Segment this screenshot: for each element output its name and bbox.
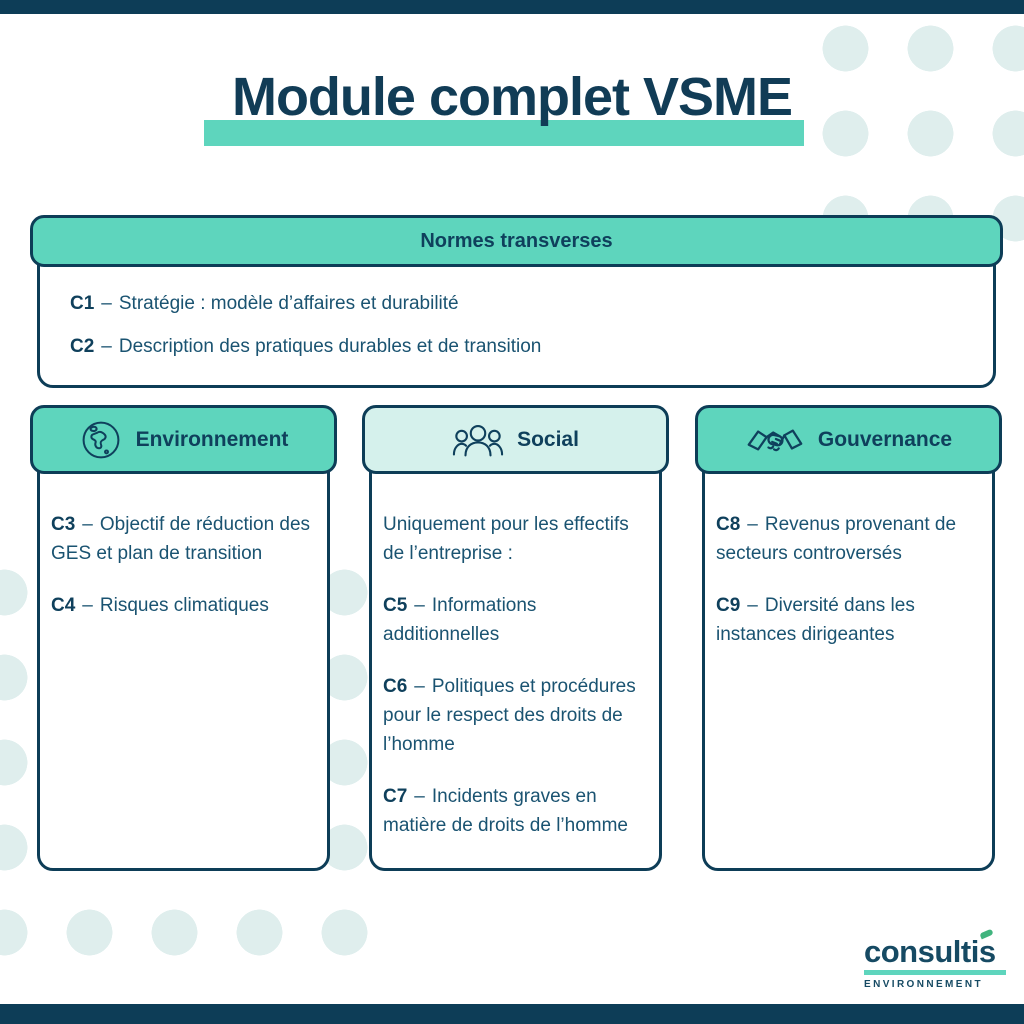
social-header: Social <box>362 405 669 474</box>
item-separator: – <box>101 293 112 314</box>
list-item-c2: C2–Description des pratiques durables et… <box>70 333 963 361</box>
item-code: C4 <box>51 595 76 616</box>
item-separator: – <box>414 786 425 807</box>
list-item-c5: C5–Informations additionnelles <box>383 591 651 649</box>
logo-tagline: ENVIRONNEMENT <box>864 979 983 990</box>
item-code: C2 <box>70 336 95 357</box>
logo-underline-bar <box>864 970 1006 975</box>
item-text: Informations additionnelles <box>383 595 537 645</box>
item-text: Politiques et procédures pour le respect… <box>383 676 636 755</box>
gouvernance-header: Gouvernance <box>695 405 1002 474</box>
social-title: Social <box>517 427 579 451</box>
item-code: C5 <box>383 595 408 616</box>
environnement-body: C3–Objectif de réduction des GES et plan… <box>37 435 330 871</box>
item-separator: – <box>414 676 425 697</box>
gouvernance-body: C8–Revenus provenant de secteurs controv… <box>702 435 995 871</box>
item-text: Stratégie : modèle d’affaires et durabil… <box>118 293 459 314</box>
section-environnement: Environnement C3–Objectif de réduction d… <box>30 405 337 871</box>
item-text: Description des pratiques durables et de… <box>118 336 542 357</box>
item-code: C3 <box>51 514 76 535</box>
normes-transverses-header: Normes transverses <box>30 215 1003 267</box>
item-separator: – <box>747 595 758 616</box>
list-item-c3: C3–Objectif de réduction des GES et plan… <box>51 510 319 568</box>
section-gouvernance: Gouvernance C8–Revenus provenant de sect… <box>695 405 1002 871</box>
item-text: Diversité dans les instances dirigeantes <box>716 595 915 645</box>
list-item-c4: C4–Risques climatiques <box>51 591 319 620</box>
gouvernance-title: Gouvernance <box>817 427 953 451</box>
item-text: Objectif de réduction des GES et plan de… <box>51 514 311 564</box>
item-text: Risques climatiques <box>99 595 269 616</box>
item-text: Revenus provenant de secteurs controvers… <box>716 514 957 564</box>
section-normes-transverses: Normes transverses C1–Stratégie : modèle… <box>30 215 1003 388</box>
item-text: Incidents graves en matière de droits de… <box>383 786 628 836</box>
logo-wordmark: consultis <box>864 928 1006 969</box>
logo-text: consultis <box>864 934 996 969</box>
normes-transverses-title: Normes transverses <box>420 229 613 252</box>
item-separator: – <box>414 595 425 616</box>
social-intro-text: Uniquement pour les effectifs de l’entre… <box>383 514 629 564</box>
bottom-border-bar <box>0 1004 1024 1024</box>
environnement-header: Environnement <box>30 405 337 474</box>
top-border-bar <box>0 0 1024 14</box>
item-separator: – <box>82 595 93 616</box>
consultis-logo: consultis ENVIRONNEMENT <box>864 928 1006 990</box>
title-highlight-bar <box>204 120 804 146</box>
list-item-c1: C1–Stratégie : modèle d’affaires et dura… <box>70 290 963 318</box>
handshake-icon <box>747 429 803 451</box>
people-icon <box>452 424 504 456</box>
item-code: C9 <box>716 595 741 616</box>
item-code: C6 <box>383 676 408 697</box>
list-item-c6: C6–Politiques et procédures pour le resp… <box>383 672 651 759</box>
list-item-c9: C9–Diversité dans les instances dirigean… <box>716 591 984 649</box>
section-social: Social Uniquement pour les effectifs de … <box>362 405 669 871</box>
globe-icon <box>82 421 119 458</box>
item-code: C1 <box>70 293 95 314</box>
list-item-c7: C7–Incidents graves en matière de droits… <box>383 782 651 840</box>
item-code: C7 <box>383 786 408 807</box>
item-separator: – <box>82 514 93 535</box>
environnement-title: Environnement <box>135 427 289 451</box>
social-body: Uniquement pour les effectifs de l’entre… <box>369 435 662 871</box>
item-separator: – <box>747 514 758 535</box>
item-code: C8 <box>716 514 741 535</box>
item-separator: – <box>101 336 112 357</box>
list-item-c8: C8–Revenus provenant de secteurs controv… <box>716 510 984 568</box>
page-title: Module complet VSME <box>231 67 793 127</box>
